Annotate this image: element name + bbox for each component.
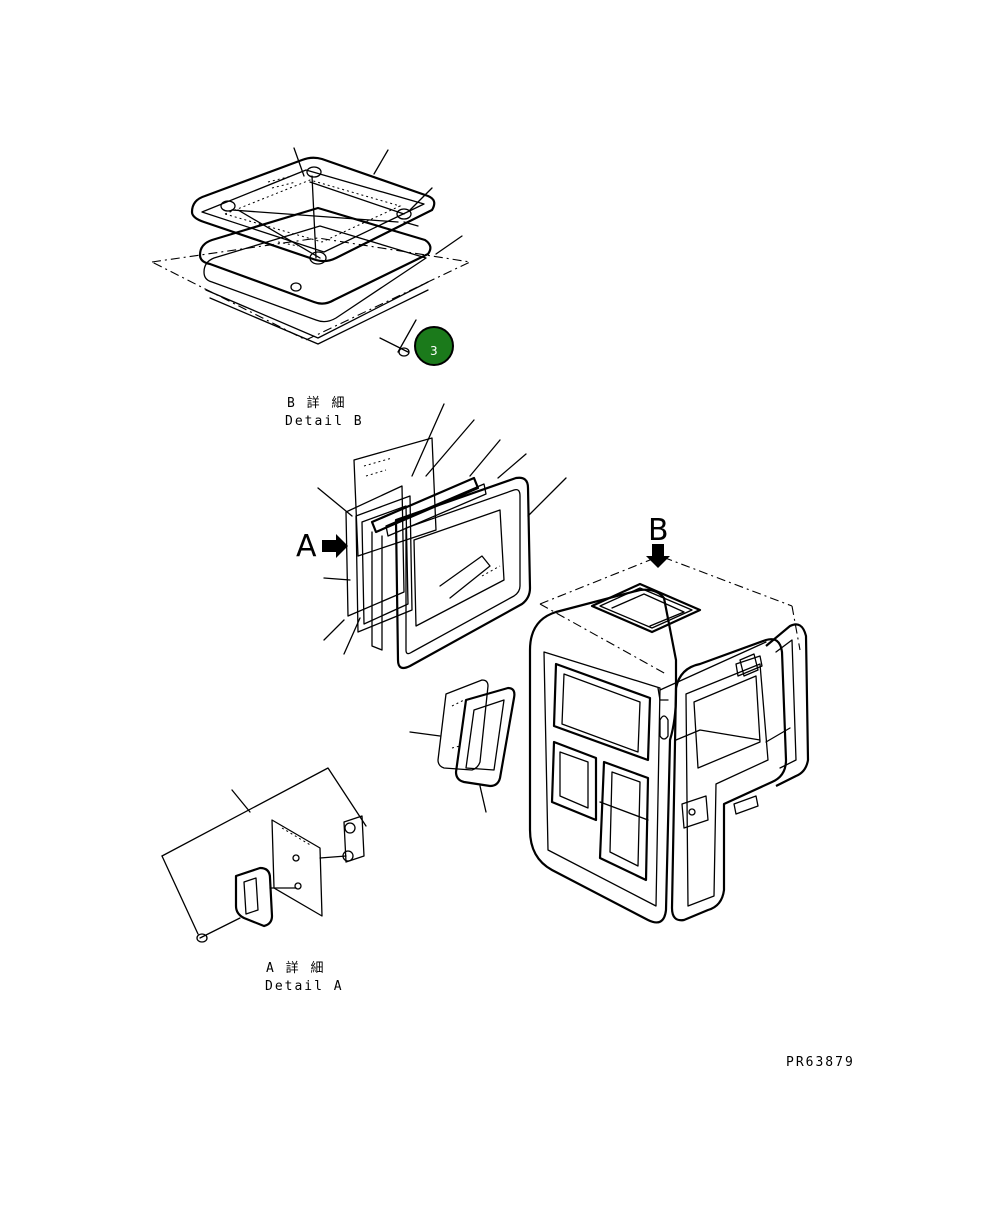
- detail-b-roof-hatch: [150, 147, 472, 357]
- detail-a-title-jp: A 詳 細: [266, 960, 325, 976]
- detail-a-title-en: Detail A: [265, 979, 344, 994]
- view-marker-a: A: [296, 529, 317, 564]
- drawing-number: PR63879: [786, 1055, 855, 1070]
- callout-badge[interactable]: 3: [414, 326, 454, 366]
- door-window-assembly: [317, 403, 567, 670]
- detail-a-latch: [161, 767, 367, 943]
- callout-badge-number: 3: [430, 344, 438, 358]
- cab-frame: [528, 544, 810, 924]
- detail-b-title-jp: B 詳 細: [287, 395, 346, 411]
- detail-b-title-en: Detail B: [285, 414, 364, 429]
- side-window: [409, 679, 516, 813]
- view-marker-b: B: [648, 513, 669, 548]
